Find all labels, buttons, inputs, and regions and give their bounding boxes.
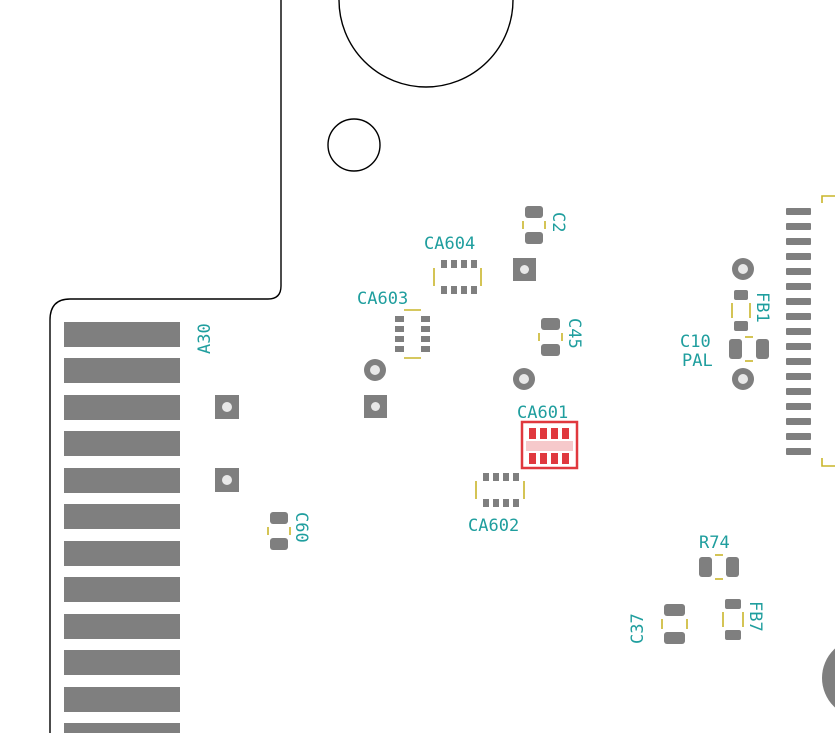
ref-fb1: FB1 xyxy=(752,292,772,323)
component-ca603[interactable] xyxy=(395,309,430,359)
ref-c10: C10 xyxy=(680,332,711,352)
component-fb7[interactable] xyxy=(722,599,744,640)
mounting-hole-small xyxy=(327,118,381,172)
corner-round-pad xyxy=(822,648,835,708)
ref-r74: R74 xyxy=(699,533,730,553)
component-r74[interactable] xyxy=(699,554,739,580)
ref-ca603: CA603 xyxy=(357,289,408,309)
component-ca601-selected[interactable] xyxy=(520,420,579,470)
board-outline xyxy=(49,0,282,733)
component-ca604[interactable] xyxy=(433,260,482,294)
right-connector-pins xyxy=(786,208,811,455)
component-c10[interactable] xyxy=(729,336,769,362)
component-c2[interactable] xyxy=(522,206,546,244)
ref-c37: C37 xyxy=(628,613,648,644)
test-pads-square xyxy=(215,258,536,492)
right-connector-silk xyxy=(821,195,835,467)
vias-round xyxy=(364,258,754,390)
component-c60[interactable] xyxy=(267,512,291,550)
ref-ca602: CA602 xyxy=(468,516,519,536)
ref-ca601: CA601 xyxy=(517,403,568,423)
ref-pal: PAL xyxy=(682,351,713,371)
ref-a30: A30 xyxy=(195,323,215,354)
ref-c60: C60 xyxy=(291,512,311,543)
ref-c2: C2 xyxy=(548,212,568,232)
edge-connector-fingers xyxy=(64,322,180,733)
ref-c45: C45 xyxy=(564,318,584,349)
ref-ca604: CA604 xyxy=(424,234,475,254)
component-c37[interactable] xyxy=(661,604,688,644)
ref-fb7: FB7 xyxy=(745,601,765,632)
mounting-hole-large xyxy=(338,0,514,88)
component-fb1[interactable] xyxy=(731,290,751,331)
component-ca602[interactable] xyxy=(475,473,525,507)
component-c45[interactable] xyxy=(538,318,563,356)
